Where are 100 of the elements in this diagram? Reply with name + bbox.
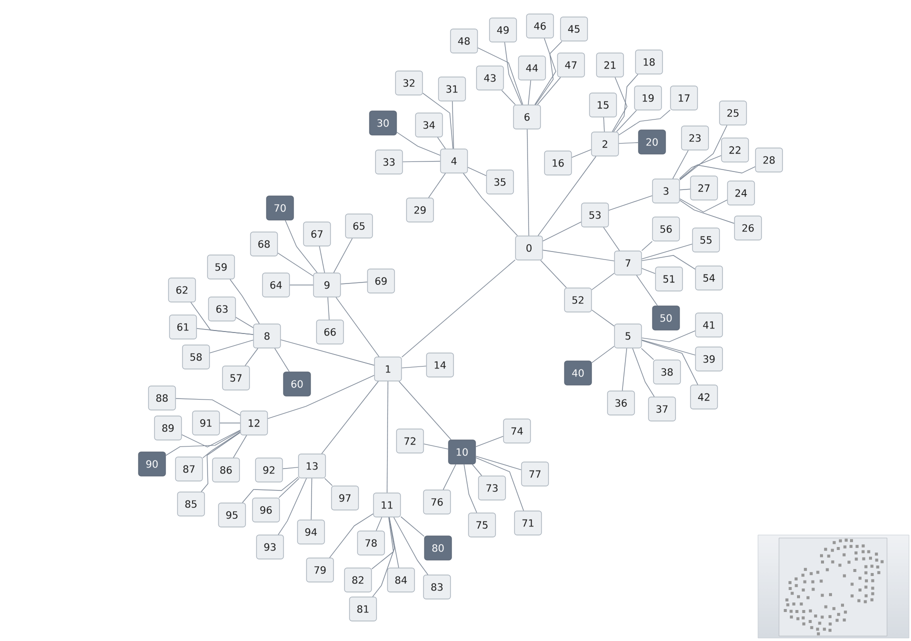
node-box: 68 [250, 232, 278, 256]
node-box: 24 [727, 180, 755, 206]
connector-line [393, 517, 428, 575]
connector-line [622, 348, 628, 391]
node-box: 93 [256, 534, 284, 560]
connector-line [642, 244, 692, 260]
node-box: 97 [331, 486, 359, 510]
connector-line [166, 430, 240, 456]
connector-line [680, 164, 756, 180]
connector-line [534, 38, 556, 105]
connector-line [526, 129, 530, 236]
connector-line [324, 478, 333, 486]
connector-line [603, 117, 605, 132]
node-box: 0 [515, 236, 543, 260]
connector-line [542, 250, 614, 262]
node-box: 88 [148, 386, 176, 410]
node-box: 61 [169, 314, 197, 340]
connector-line [196, 328, 254, 335]
connector-line [452, 101, 454, 149]
connector-line [284, 220, 318, 273]
connector-line [472, 464, 482, 476]
connector-line [642, 330, 696, 342]
connector-line [680, 198, 728, 212]
node-box: 13 [298, 454, 326, 478]
connector-line [468, 166, 486, 176]
node-box: 7 [614, 250, 642, 276]
connector-line [616, 110, 637, 132]
node-box: 78 [357, 530, 385, 556]
node-box: 59 [207, 254, 235, 280]
connector-line [402, 366, 426, 368]
connector-line [278, 252, 314, 276]
connector-line [442, 464, 456, 490]
node-box: 80 [424, 536, 452, 560]
connector-line [504, 42, 522, 105]
connector-line [437, 137, 446, 149]
node-box: 31 [438, 76, 466, 102]
node-box: 71 [514, 510, 542, 536]
connector-line [476, 436, 504, 448]
node-box: 82 [344, 568, 372, 592]
connector-line [388, 517, 400, 568]
node-box: 51 [655, 266, 683, 292]
connector-line [672, 150, 689, 179]
node-box: 5 [614, 324, 642, 348]
node-box: 38 [653, 360, 681, 384]
node-box: 75 [468, 512, 496, 538]
node-box: 10 [448, 440, 476, 464]
connector-line [372, 517, 395, 597]
connector-line [274, 348, 290, 372]
connector-line [402, 160, 440, 162]
node-box: 48 [450, 28, 478, 54]
node-box: 60 [283, 372, 311, 396]
node-box: 73 [478, 476, 506, 500]
node-box: 40 [564, 360, 592, 386]
node-box: 58 [182, 344, 210, 370]
connector-line [424, 444, 448, 450]
connector-line [603, 227, 620, 251]
node-box: 23 [681, 126, 709, 150]
node-box: 20 [638, 130, 666, 154]
node-box: 72 [396, 428, 424, 454]
node-box: 85 [177, 492, 205, 516]
node-box: 55 [692, 228, 720, 252]
node-box: 45 [560, 16, 588, 42]
connector-line [680, 188, 690, 190]
connector-line [632, 348, 655, 398]
connector-line [540, 260, 567, 288]
node-box: 50 [652, 306, 680, 330]
node-box: 87 [175, 456, 203, 482]
node-box: 54 [695, 266, 723, 290]
node-box: 22 [721, 138, 749, 162]
connector-line [386, 381, 388, 493]
node-box: 17 [670, 86, 698, 110]
node-box: 92 [255, 458, 283, 482]
connector-line [278, 478, 307, 535]
connector-line [501, 90, 516, 105]
node-box: 53 [581, 202, 609, 228]
node-box: 37 [648, 396, 676, 422]
connector-line [236, 316, 254, 328]
connector-line [319, 246, 325, 273]
node-box: 25 [719, 100, 747, 126]
connector-line [538, 156, 596, 236]
node-box: 9 [313, 272, 341, 298]
connector-line [202, 432, 240, 458]
connector-line [268, 374, 374, 419]
node-box: 89 [154, 416, 182, 440]
node-box: 27 [690, 176, 718, 200]
connector-line [476, 457, 524, 512]
node-box: 83 [423, 574, 451, 600]
connector-line [310, 478, 312, 520]
node-box: 11 [373, 492, 401, 518]
connector-line [537, 77, 561, 105]
connector-line [282, 466, 298, 470]
node-box: 67 [303, 222, 331, 246]
connector-line [679, 155, 722, 179]
node-box: 65 [345, 214, 373, 238]
connector-line [278, 478, 300, 498]
connector-line [528, 80, 532, 105]
node-box: 86 [212, 458, 240, 482]
node-box: 91 [192, 410, 220, 436]
node-box: 81 [349, 596, 377, 622]
node-box: 46 [526, 14, 554, 38]
